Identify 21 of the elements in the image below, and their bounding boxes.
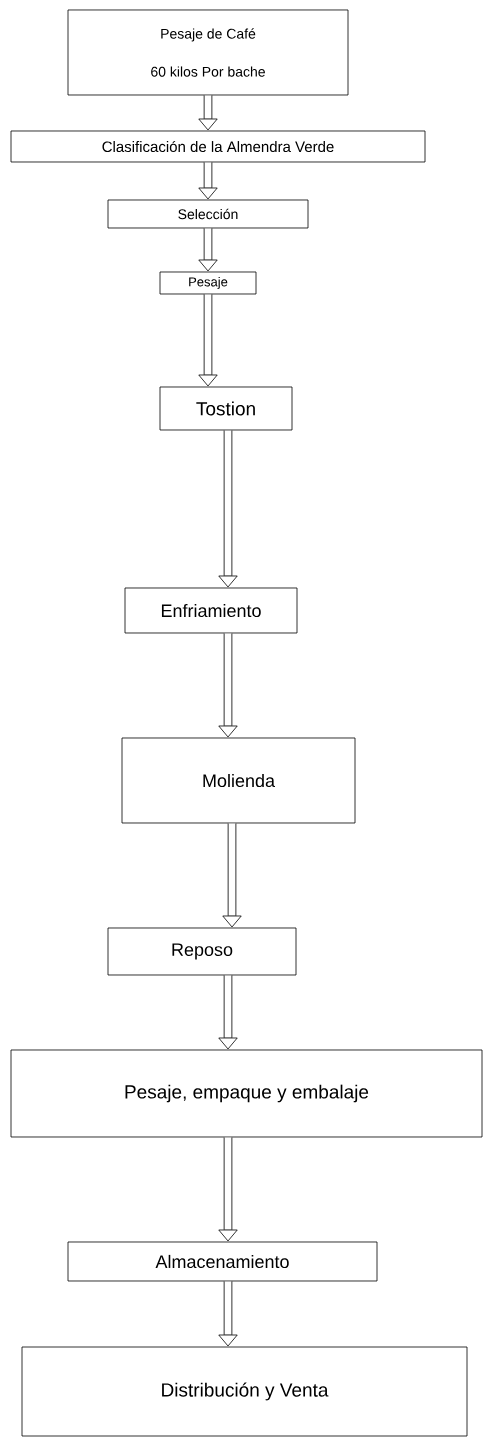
arrow bbox=[198, 228, 218, 272]
process-box: Enfriamiento bbox=[124, 587, 298, 634]
arrow bbox=[218, 430, 238, 588]
arrow bbox=[218, 1281, 238, 1347]
process-box: Pesaje, empaque y embalaje bbox=[10, 1049, 483, 1138]
process-box: Distribución y Venta bbox=[21, 1346, 468, 1437]
process-box: Molienda bbox=[121, 737, 356, 824]
arrow bbox=[222, 823, 242, 928]
process-box: Pesaje bbox=[159, 271, 257, 295]
process-box: Tostion bbox=[159, 386, 293, 431]
arrow bbox=[218, 1137, 238, 1242]
process-box: Selección bbox=[107, 199, 309, 229]
process-box: Clasificación de la Almendra Verde bbox=[10, 130, 426, 163]
arrow bbox=[198, 162, 218, 200]
process-box: Reposo bbox=[107, 927, 297, 976]
process-box: Almacenamiento bbox=[67, 1241, 378, 1282]
arrow bbox=[198, 294, 218, 387]
arrow bbox=[198, 95, 218, 131]
arrow bbox=[218, 633, 238, 738]
process-box: Pesaje de Café 60 kilos Por bache bbox=[67, 9, 349, 96]
arrow bbox=[218, 975, 238, 1050]
